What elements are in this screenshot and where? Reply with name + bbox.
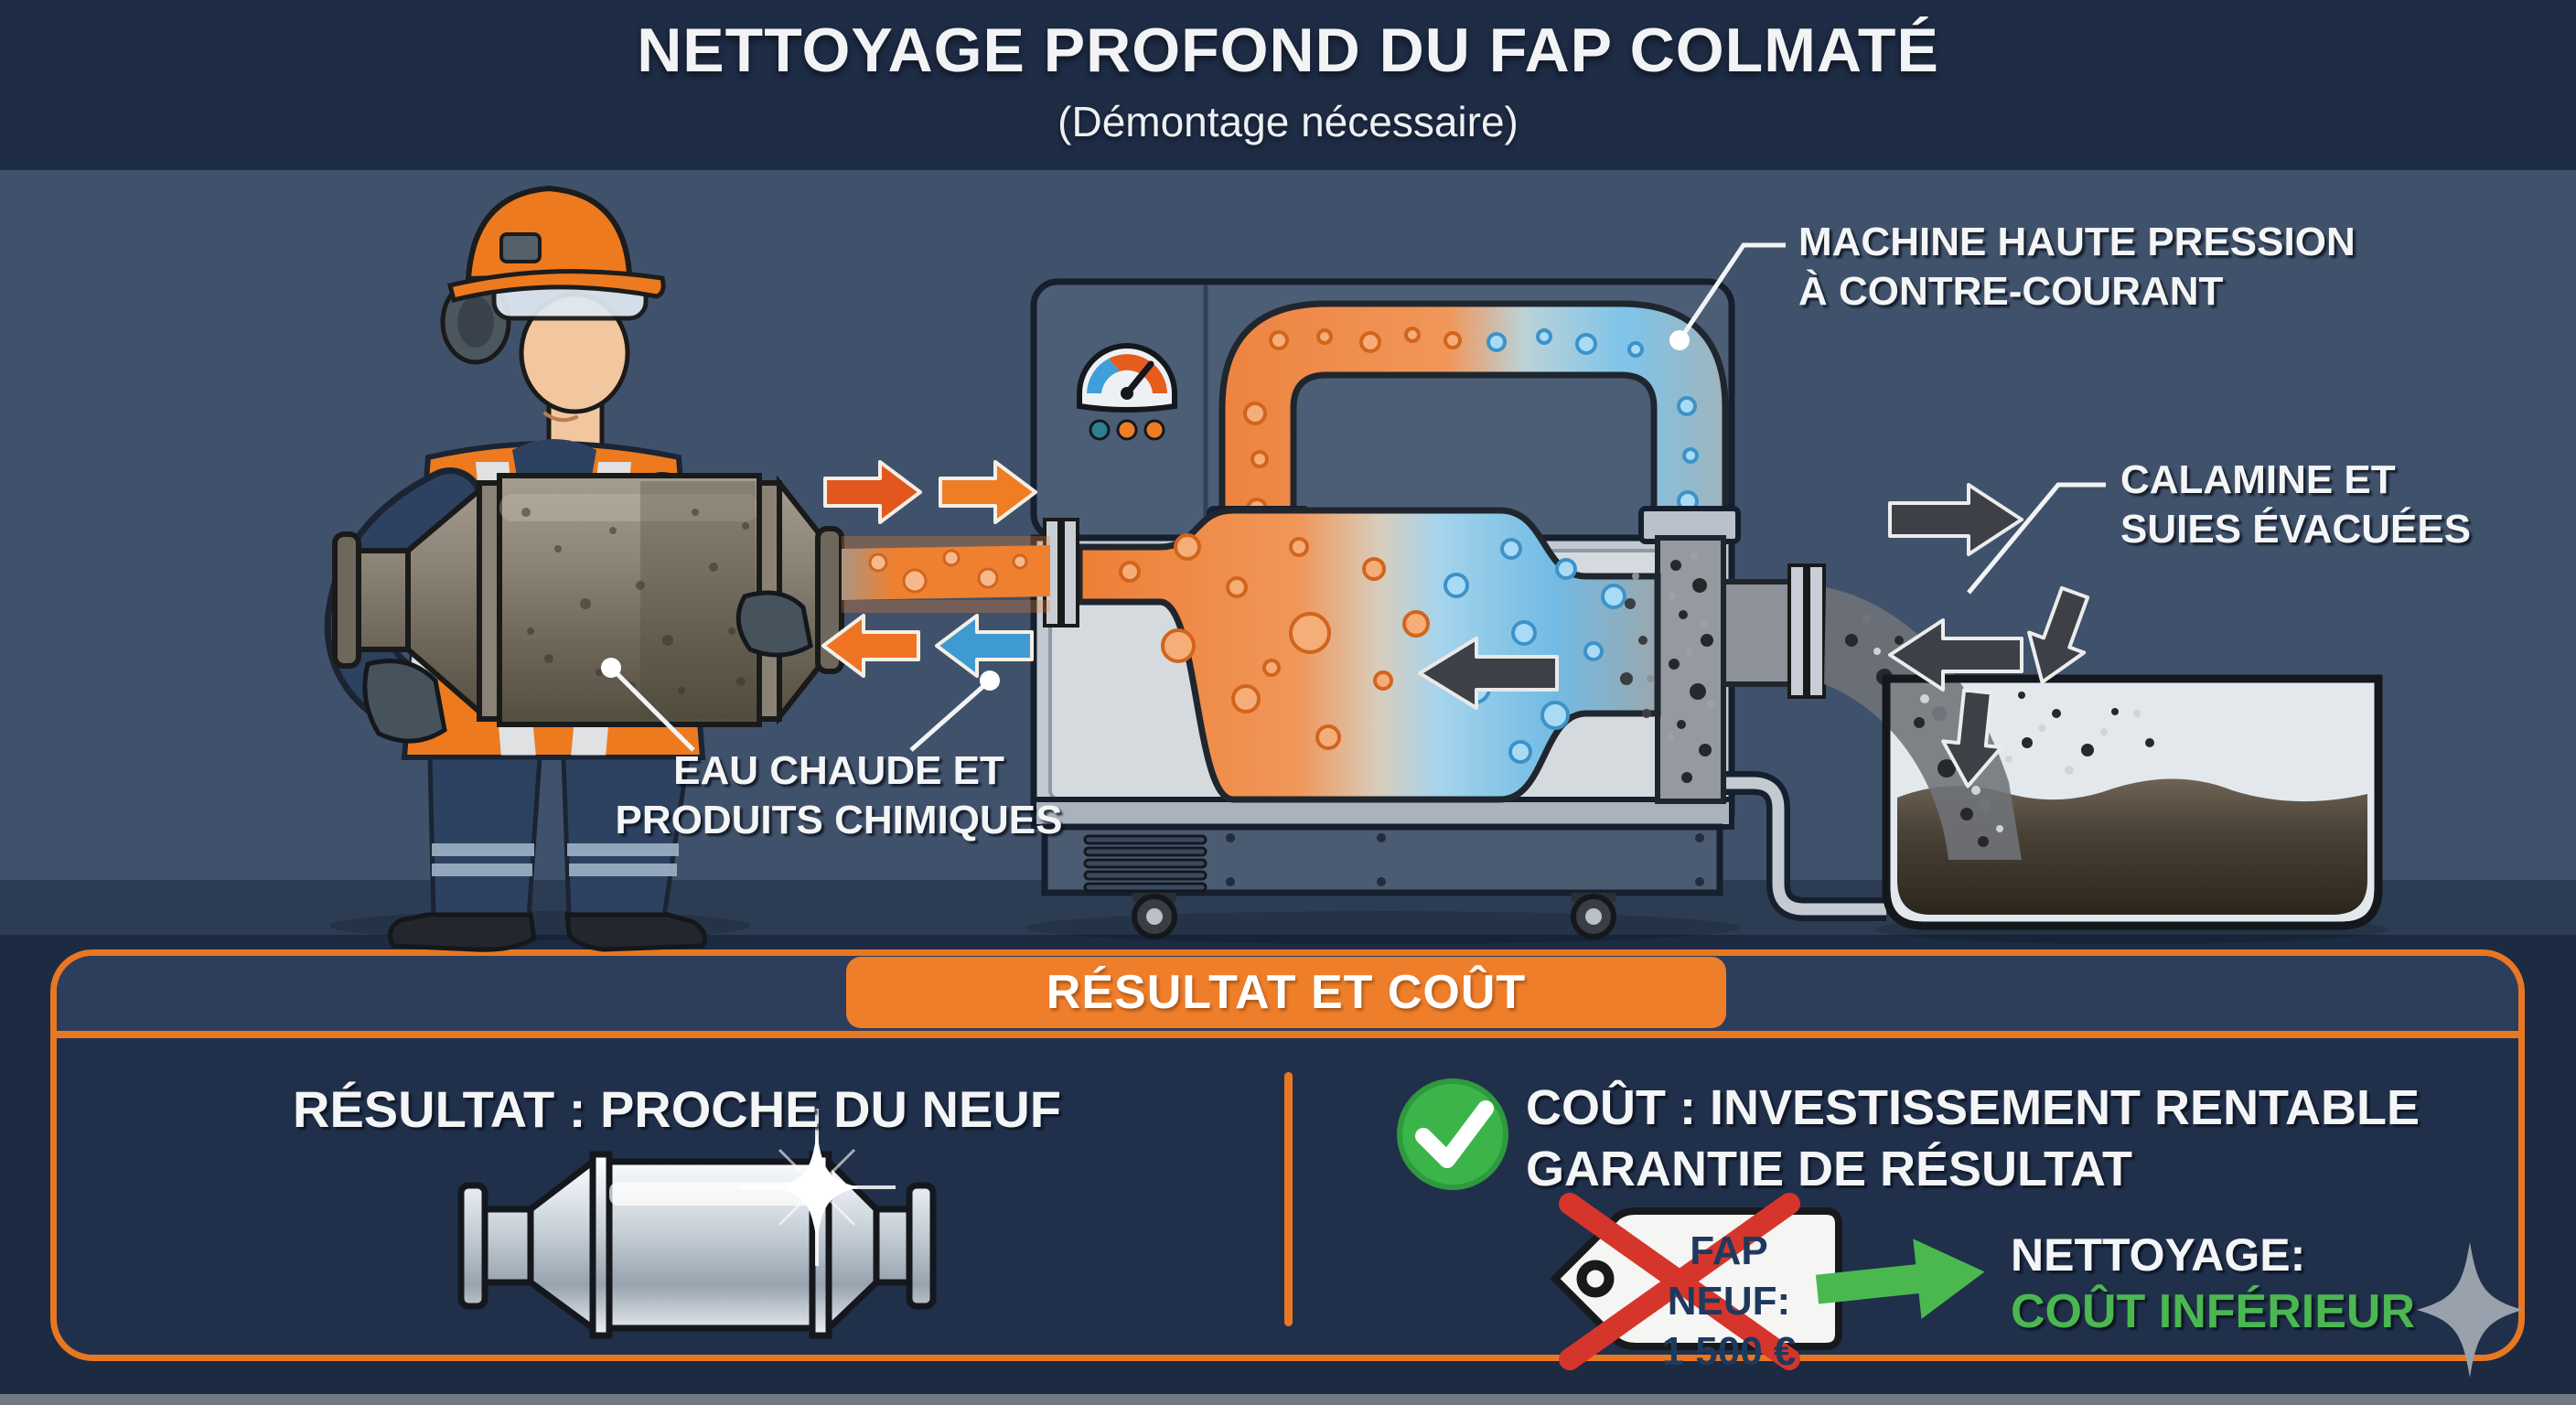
result-banner: RÉSULTAT ET COÛT: [846, 957, 1726, 1028]
fluid-label-line2: PRODUITS CHIMIQUES: [615, 797, 1063, 842]
cleaning-label: NETTOYAGE:: [2011, 1229, 2306, 1281]
cost-heading-line2: GARANTIE DE RÉSULTAT: [1526, 1141, 2132, 1196]
fluid-label: EAU CHAUDE ET PRODUITS CHIMIQUES: [574, 746, 1103, 844]
fluid-label-line1: EAU CHAUDE ET: [673, 748, 1004, 793]
waste-label: CALAMINE ET SUIES ÉVACUÉES: [2120, 456, 2471, 553]
waste-label-line2: SUIES ÉVACUÉES: [2120, 506, 2472, 552]
panel-divider-vertical: [1284, 1072, 1293, 1326]
machine-label-line2: À CONTRE-COURANT: [1798, 268, 2224, 314]
result-banner-label: RÉSULTAT ET COÛT: [1046, 966, 1527, 1019]
waste-label-line1: CALAMINE ET: [2120, 457, 2396, 502]
page-title: NETTOYAGE PROFOND DU FAP COLMATÉ: [637, 16, 1939, 85]
bottom-edge-strip: [0, 1394, 2576, 1405]
panel-divider-horizontal: [57, 1031, 2518, 1038]
machine-label: MACHINE HAUTE PRESSION À CONTRE-COURANT: [1798, 218, 2356, 316]
floor-strip: [0, 880, 2576, 935]
cost-heading: COÛT : INVESTISSEMENT RENTABLE GARANTIE …: [1526, 1078, 2420, 1200]
machine-label-line1: MACHINE HAUTE PRESSION: [1798, 220, 2356, 264]
price-tag-label: FAP NEUF:: [1667, 1228, 1791, 1324]
page-subtitle: (Démontage nécessaire): [1057, 98, 1519, 145]
cleaning-cost-block: NETTOYAGE: COÛT INFÉRIEUR: [2011, 1228, 2415, 1341]
price-tag-text: FAP NEUF: 1 500 €: [1624, 1226, 1834, 1377]
title-band: [0, 0, 2576, 170]
cleaning-value: COÛT INFÉRIEUR: [2011, 1285, 2415, 1338]
cost-heading-line1: COÛT : INVESTISSEMENT RENTABLE: [1526, 1080, 2420, 1135]
result-heading: RÉSULTAT : PROCHE DU NEUF: [293, 1080, 1061, 1138]
price-tag-price: 1 500 €: [1661, 1329, 1797, 1374]
